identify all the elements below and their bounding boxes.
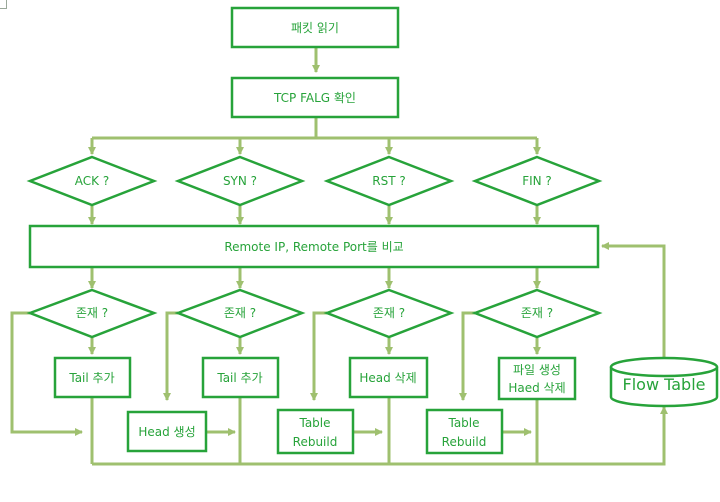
connector-flowtable-compare xyxy=(601,242,666,358)
head-create-box xyxy=(126,410,208,453)
exists-decision-4 xyxy=(471,288,603,339)
read-packet-label: 패킷 읽기 xyxy=(291,21,339,35)
read-packet-box xyxy=(230,6,400,49)
table-rebuild-2-line2: Rebuild xyxy=(442,435,487,449)
head-delete-box xyxy=(348,356,429,399)
exists-label-4: 존재 ? xyxy=(521,306,553,320)
check-flag-label: TCP FALG 확인 xyxy=(273,91,356,105)
connector-bottom-bus xyxy=(92,406,668,466)
tail-add-box-1 xyxy=(53,356,132,399)
connector-exists3-no xyxy=(310,311,327,401)
ack-label: ACK ? xyxy=(75,174,109,188)
rst-label: RST ? xyxy=(372,174,405,188)
corner-mark xyxy=(0,0,7,9)
connectors xyxy=(10,48,668,466)
flow-table-cylinder-top xyxy=(609,356,719,378)
fin-label: FIN ? xyxy=(522,174,552,188)
exists-decision-2 xyxy=(174,288,306,339)
tail-add-label-1: Tail 추가 xyxy=(68,371,114,385)
syn-decision xyxy=(174,155,306,207)
table-rebuild-1-line2: Rebuild xyxy=(293,435,338,449)
tail-add-label-2: Tail 추가 xyxy=(216,371,262,385)
exists-decision-3 xyxy=(323,288,455,339)
head-create-label: Head 생성 xyxy=(138,425,195,439)
table-rebuild-box-2 xyxy=(425,408,504,455)
exists-label-2: 존재 ? xyxy=(224,306,256,320)
check-flag-box xyxy=(230,76,400,119)
table-rebuild-2-line1: Table xyxy=(447,416,479,430)
table-rebuild-box-1 xyxy=(276,408,355,455)
haed-delete-label: Haed 삭제 xyxy=(508,381,565,395)
ack-decision xyxy=(26,155,158,207)
syn-label: SYN ? xyxy=(223,174,257,188)
fin-decision xyxy=(471,155,603,207)
head-delete-label: Head 삭제 xyxy=(359,371,416,385)
exists-label-3: 존재 ? xyxy=(373,306,405,320)
compare-label: Remote IP, Remote Port를 비교 xyxy=(224,240,403,254)
file-create-box xyxy=(497,356,577,401)
exists-label-1: 존재 ? xyxy=(76,306,108,320)
flow-table-cylinder xyxy=(609,367,719,408)
connector-exists2-no xyxy=(163,311,178,401)
connector-exists1-no xyxy=(10,311,83,436)
flow-table-label: Flow Table xyxy=(623,375,706,394)
table-rebuild-1-line1: Table xyxy=(298,416,330,430)
compare-box xyxy=(28,224,600,269)
file-create-label: 파일 생성 xyxy=(513,363,561,377)
exists-decision-1 xyxy=(26,288,158,339)
tail-add-box-2 xyxy=(201,356,280,399)
rst-decision xyxy=(323,155,455,207)
connector-exists4-no xyxy=(459,311,475,401)
